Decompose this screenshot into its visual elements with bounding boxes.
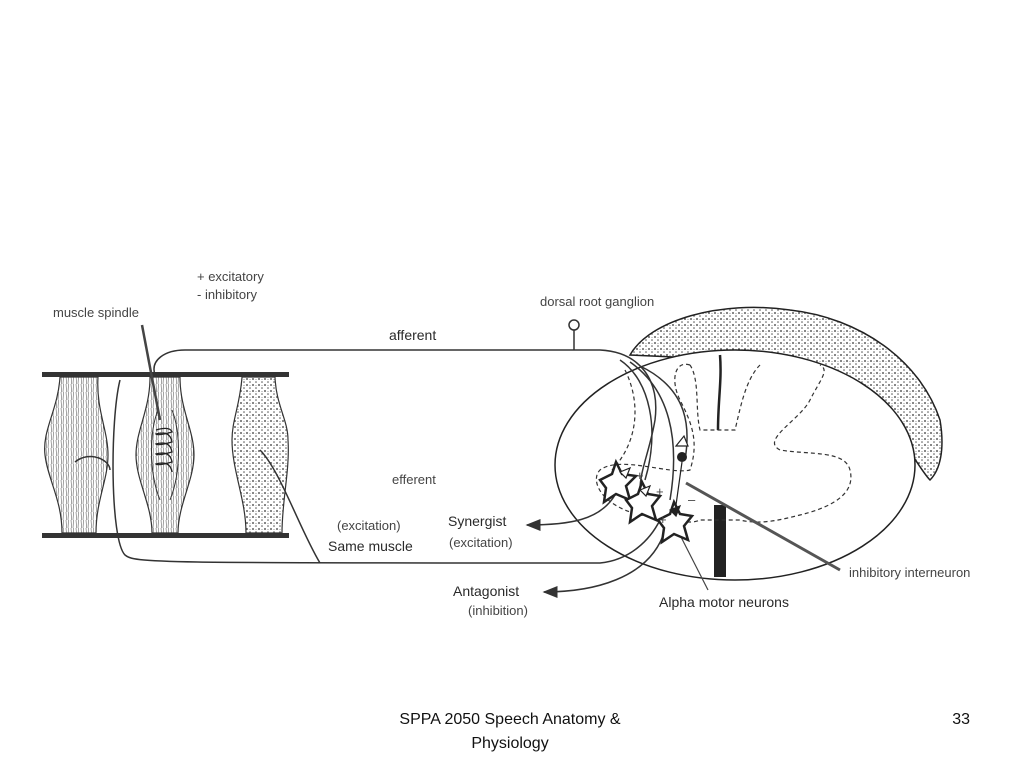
motor-neuron-3 <box>656 498 695 545</box>
label-same-excitation: (excitation) <box>337 518 401 533</box>
synergist-arrow <box>525 494 616 531</box>
muscle <box>42 372 289 538</box>
inhibitory-interneuron-soma <box>677 452 687 462</box>
motor-neuron-2 <box>624 478 663 525</box>
footer-course-line2: Physiology <box>471 735 549 752</box>
footer-course-line1: SPPA 2050 Speech Anatomy & <box>399 711 621 728</box>
dorsal-root-ganglion-soma <box>568 319 580 331</box>
efferent-fiber-same <box>112 379 661 564</box>
efferent-fiber-inner <box>259 449 321 564</box>
legend-excitatory: + excitatory <box>197 269 264 284</box>
footer-course-title: SPPA 2050 Speech Anatomy & Physiology <box>330 708 690 756</box>
extrafusal-fiber-left <box>44 376 109 534</box>
label-muscle-spindle: muscle spindle <box>53 305 139 320</box>
afferent-fiber <box>153 349 657 491</box>
inhibitory-interneuron-pointer <box>685 481 841 572</box>
label-antagonist-inhibition: (inhibition) <box>468 603 528 618</box>
label-same-muscle: Same muscle <box>328 538 413 554</box>
spindle-capsule <box>135 376 195 534</box>
label-antagonist: Antagonist <box>453 583 519 599</box>
label-efferent: efferent <box>392 472 436 487</box>
muscle-spindle-pointer <box>140 324 162 421</box>
label-synergist-excitation: (excitation) <box>449 535 513 550</box>
sign-plus-2: + <box>656 484 664 499</box>
legend-inhibitory: - inhibitory <box>197 287 257 302</box>
page-number: 33 <box>952 711 970 728</box>
antagonist-arrow <box>542 529 666 598</box>
label-afferent: afferent <box>389 327 436 343</box>
spindle-coil <box>154 427 173 473</box>
motor-neuron-1 <box>598 458 639 505</box>
grey-matter <box>595 363 852 523</box>
sign-plus-3: + <box>659 512 667 527</box>
label-alpha-motor-neurons: Alpha motor neurons <box>659 594 789 610</box>
sign-minus: – <box>688 492 696 507</box>
spinal-cord <box>554 306 943 581</box>
label-synergist: Synergist <box>448 513 506 529</box>
sign-plus-1: + <box>636 468 644 483</box>
spinal-cord-face <box>554 349 916 581</box>
nerve-pathways <box>74 319 841 598</box>
extrafusal-fiber-right <box>231 376 289 534</box>
label-dorsal-root-ganglion: dorsal root ganglion <box>540 294 654 309</box>
alpha-motor-neurons <box>598 434 695 545</box>
label-inhibitory-interneuron: inhibitory interneuron <box>849 565 970 580</box>
